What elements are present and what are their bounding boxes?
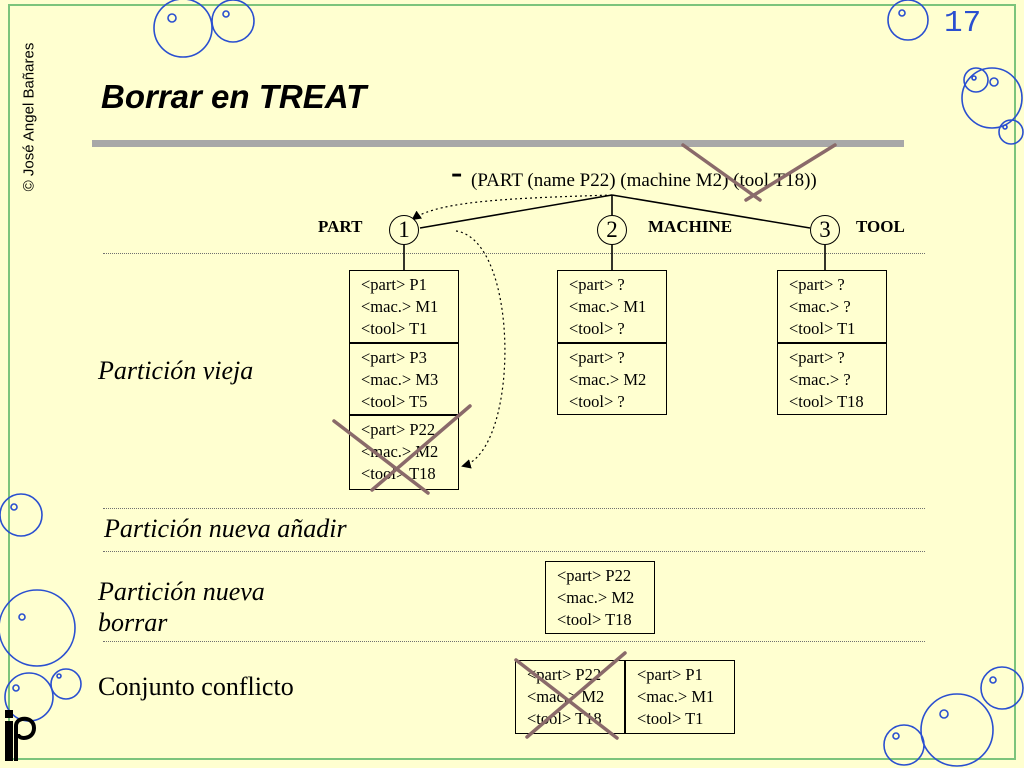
- cell-tool: <tool> T18: [527, 709, 602, 728]
- row-label-new-add: Partición nueva añadir: [104, 514, 347, 543]
- row-label-new-delete: Partición nueva borrar: [98, 577, 265, 637]
- conflict-cell: <part> P1 <mac.> M1 <tool> T1: [625, 660, 735, 734]
- delete-sign: -: [451, 154, 463, 191]
- slide-frame: [8, 4, 1016, 760]
- old-partition-cell: <part> ? <mac.> M2 <tool> ?: [557, 343, 667, 415]
- cell-mac: <mac.> M2: [527, 687, 605, 706]
- page-number: 17: [944, 6, 982, 41]
- cell-tool: <tool> T5: [361, 392, 428, 411]
- cell-tool: <tool> ?: [569, 319, 625, 338]
- new-delete-cell: <part> P22 <mac.> M2 <tool> T18: [545, 561, 655, 634]
- cell-mac: <mac.> M1: [361, 297, 439, 316]
- logo-icon: [5, 710, 36, 761]
- cell-mac: <mac.> M2: [557, 588, 635, 607]
- cell-part: <part> P22: [361, 420, 436, 439]
- cell-mac: <mac.> ?: [789, 370, 851, 389]
- cell-mac: <mac.> M3: [361, 370, 439, 389]
- cell-tool: <tool> ?: [569, 392, 625, 411]
- cell-part: <part> ?: [789, 348, 845, 367]
- conflict-cell-deleted: <part> P22 <mac.> M2 <tool> T18: [515, 660, 625, 734]
- cell-mac: <mac.> M1: [569, 297, 647, 316]
- old-partition-cell: <part> P1 <mac.> M1 <tool> T1: [349, 270, 459, 343]
- cell-part: <part> P3: [361, 348, 427, 367]
- cell-mac: <mac.> M1: [637, 687, 715, 706]
- row-label-conflict-set: Conjunto conflicto: [98, 672, 294, 701]
- cell-part: <part> ?: [569, 275, 625, 294]
- cell-tool: <tool> T1: [637, 709, 704, 728]
- cell-tool: <tool> T1: [789, 319, 856, 338]
- cell-mac: <mac.> M2: [361, 442, 439, 461]
- cell-mac: <mac.> M2: [569, 370, 647, 389]
- old-partition-cell: <part> ? <mac.> M1 <tool> ?: [557, 270, 667, 343]
- slide-title: Borrar en TREAT: [101, 78, 367, 115]
- wme-text: (PART (name P22) (machine M2) (tool T18)…: [471, 170, 817, 191]
- cell-part: <part> ?: [789, 275, 845, 294]
- alpha-node-1: 1: [389, 215, 419, 245]
- cell-part: <part> ?: [569, 348, 625, 367]
- cell-tool: <tool> T18: [557, 610, 632, 629]
- cell-part: <part> P1: [637, 665, 703, 684]
- cell-tool: <tool> T1: [361, 319, 428, 338]
- title-divider: [92, 140, 904, 147]
- cell-tool: <tool> T18: [361, 464, 436, 483]
- cell-tool: <tool> T18: [789, 392, 864, 411]
- cell-mac: <mac.> ?: [789, 297, 851, 316]
- author-credit: © José Angel Bañares: [20, 42, 38, 192]
- alpha-node-2: 2: [597, 215, 627, 245]
- node-label-machine: MACHINE: [648, 217, 733, 236]
- old-partition-cell: <part> ? <mac.> ? <tool> T18: [777, 343, 887, 415]
- cell-part: <part> P1: [361, 275, 427, 294]
- node-label-tool: TOOL: [856, 217, 905, 236]
- alpha-node-3: 3: [810, 215, 840, 245]
- old-partition-cell-deleted: <part> P22 <mac.> M2 <tool> T18: [349, 415, 459, 490]
- row-divider: [103, 508, 925, 509]
- old-partition-cell: <part> ? <mac.> ? <tool> T1: [777, 270, 887, 343]
- row-label-old-partition: Partición vieja: [98, 356, 254, 385]
- cell-part: <part> P22: [557, 566, 632, 585]
- row-divider: [103, 551, 925, 552]
- old-partition-cell: <part> P3 <mac.> M3 <tool> T5: [349, 343, 459, 415]
- cell-part: <part> P22: [527, 665, 602, 684]
- row-divider: [103, 641, 925, 642]
- row-divider: [103, 253, 925, 254]
- node-label-part: PART: [318, 217, 363, 236]
